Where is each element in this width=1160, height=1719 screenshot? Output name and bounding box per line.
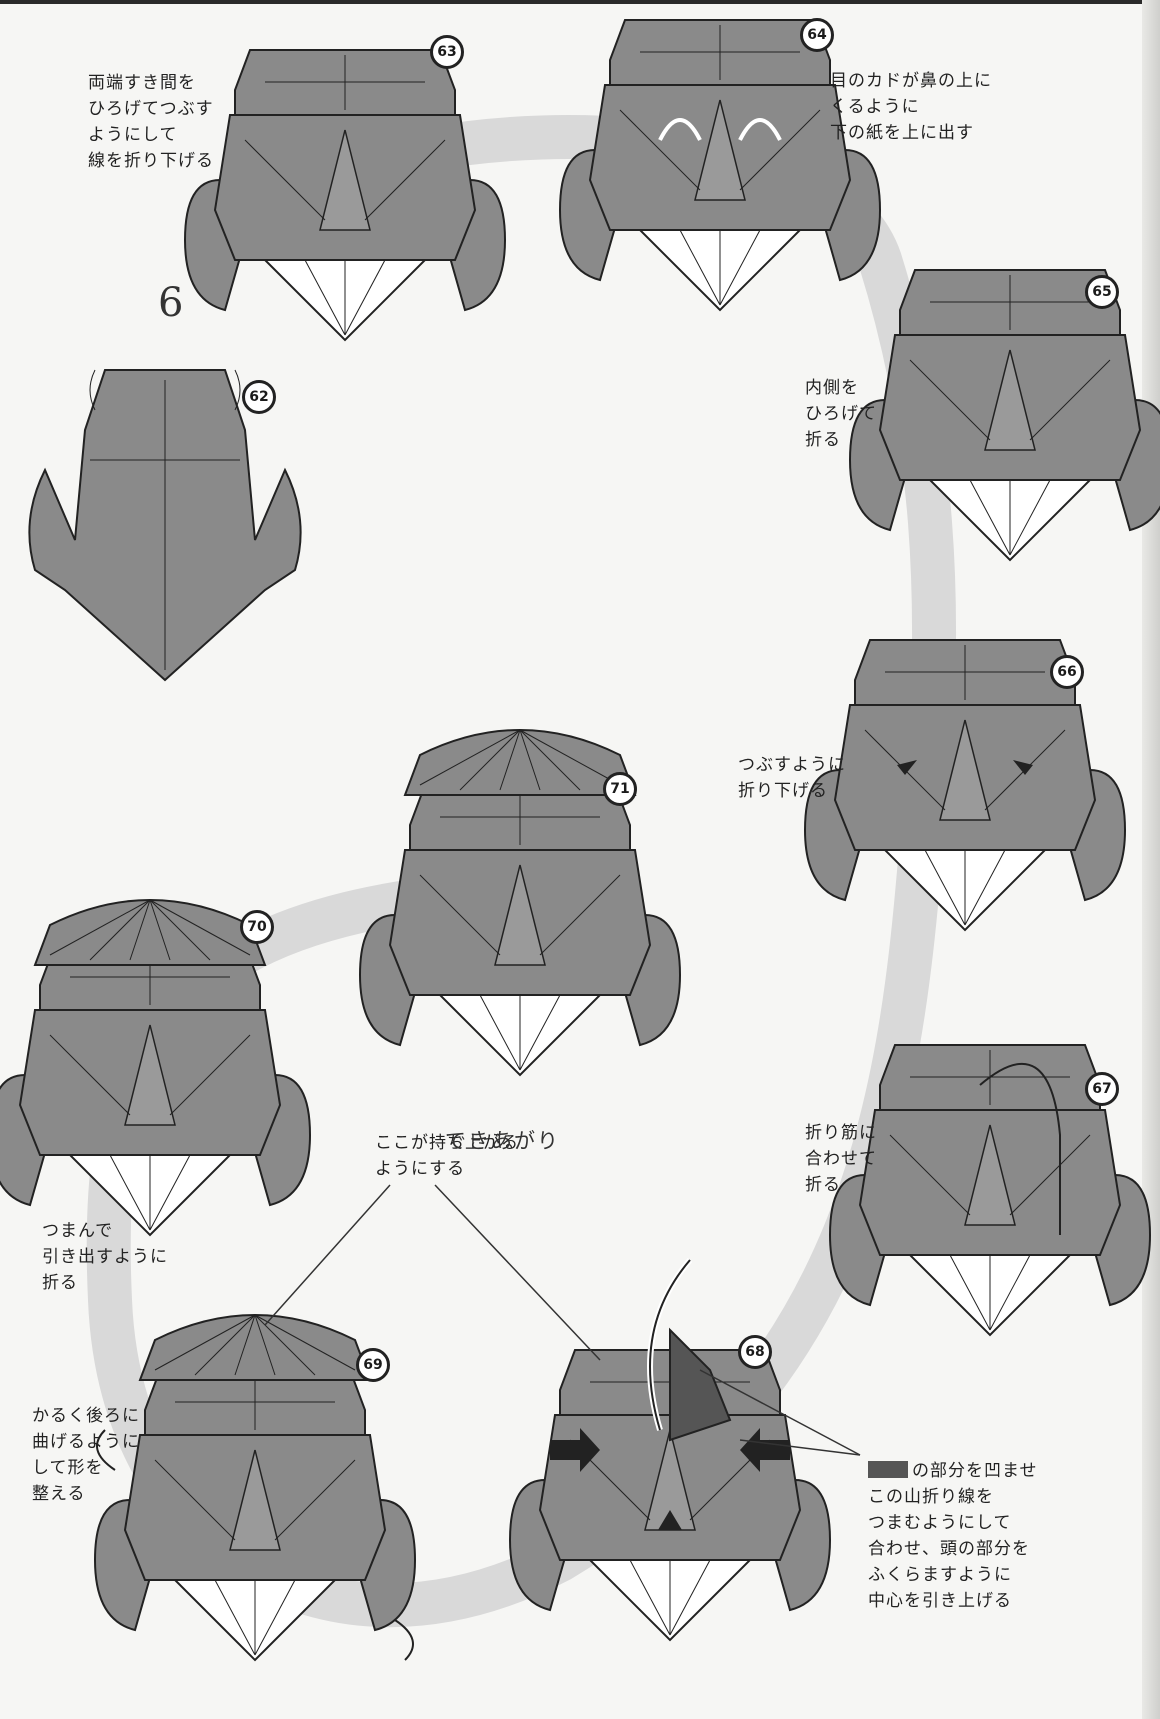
step-67-caption: 折り筋に 合わせて 折る	[805, 1120, 877, 1198]
step-63-caption: 両端すき間を ひろげてつぶす ようにして 線を折り下げる	[88, 70, 214, 174]
step-number-63: 63	[430, 35, 464, 69]
step-number-69: 69	[356, 1348, 390, 1382]
step-number-65: 65	[1085, 275, 1119, 309]
margin-mark: 6	[158, 280, 183, 326]
step-69-caption: かるく後ろに 曲げるように して形を 整える	[32, 1403, 140, 1507]
finished-label: できあがり	[445, 1125, 560, 1155]
step-number-71: 71	[603, 772, 637, 806]
step-66-caption: つぶすように 折り下げる	[738, 752, 846, 804]
step-number-62: 62	[242, 380, 276, 414]
step-63-figure	[185, 50, 505, 340]
step-number-68: 68	[738, 1335, 772, 1369]
step-64-figure	[560, 20, 880, 310]
step-65-caption: 内側を ひろげて 折る	[805, 375, 877, 453]
step-number-70: 70	[240, 910, 274, 944]
step-number-66: 66	[1050, 655, 1084, 689]
step-62-figure	[29, 370, 300, 680]
step-68-caption: の部分を凹ませ この山折り線を つまむようにして 合わせ、頭の部分を ふくらます…	[868, 1432, 1038, 1614]
step-70-caption: つまんで 引き出すように 折る	[42, 1218, 168, 1296]
dark-area-swatch	[868, 1461, 908, 1478]
step-number-64: 64	[800, 18, 834, 52]
step-68-caption-text: の部分を凹ませ この山折り線を つまむようにして 合わせ、頭の部分を ふくらます…	[868, 1461, 1038, 1611]
step-number-67: 67	[1085, 1072, 1119, 1106]
step-64-caption: 目のカドが鼻の上に くるように 下の紙を上に出す	[830, 68, 992, 146]
